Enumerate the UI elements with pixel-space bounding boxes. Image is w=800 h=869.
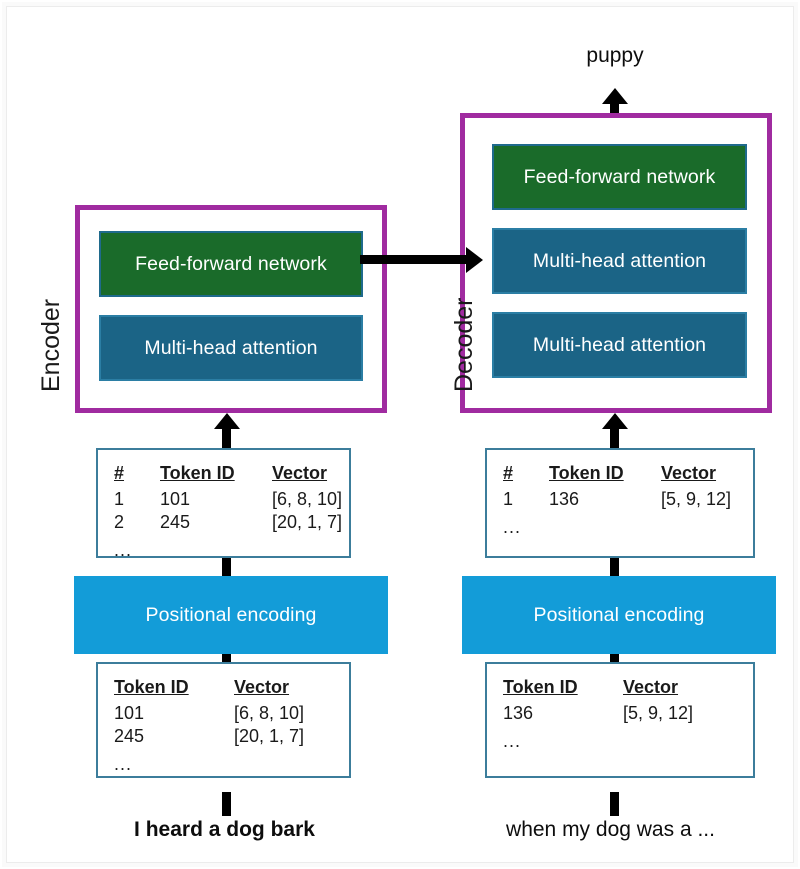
encoder-positional-encoding-label: Positional encoding [145, 603, 317, 626]
cell-vector: [6, 8, 10] [234, 703, 305, 723]
column-header-token-id: Token ID [114, 677, 189, 697]
encoder-stack-input-arrow-head [214, 413, 240, 429]
cell-token-id: 245 [114, 726, 145, 746]
column-header-token-id: Token ID [549, 463, 624, 483]
column-header-token-id: Token ID [160, 463, 235, 483]
column-header-vector: Vector [272, 463, 328, 483]
decoder-feed-forward-network-label: Feed-forward network [523, 165, 716, 188]
cell-continuation: ... [114, 540, 133, 560]
encoder-encoded-table[interactable]: # Token ID Vector 1 101 [6, 8, 10] 2 245… [96, 448, 351, 560]
encoder-feed-forward-network-label: Feed-forward network [135, 252, 327, 275]
decoder-pe-to-table-connector [610, 558, 619, 576]
decoder-positional-encoding-block[interactable]: Positional encoding [462, 576, 776, 654]
encoder-multi-head-attention-label: Multi-head attention [144, 336, 318, 359]
column-header-token-id: Token ID [503, 677, 578, 697]
table-header-row: # Token ID Vector [503, 463, 731, 488]
output-arrow-head [602, 88, 628, 104]
column-header-vector: Vector [234, 677, 290, 697]
decoder-masked-self-attention-block[interactable]: Multi-head attention [492, 312, 747, 378]
cell-vector: [5, 9, 12] [661, 489, 732, 509]
column-header-index: # [114, 463, 125, 483]
decoder-label: Decoder [450, 297, 478, 393]
encoder-to-decoder-arrow-head [466, 247, 483, 273]
table-row: 1 101 [6, 8, 10] [114, 488, 342, 511]
decoder-stack-input-arrow-shaft [610, 428, 619, 448]
decoder-feed-forward-network-block[interactable]: Feed-forward network [492, 144, 747, 210]
cell-token-id: 245 [160, 512, 191, 532]
encoder-stack[interactable]: Feed-forward network Multi-head attentio… [75, 205, 387, 413]
cell-vector: [20, 1, 7] [234, 726, 305, 746]
decoder-input-connector [610, 792, 619, 816]
table-continuation-row: ... [503, 511, 731, 539]
table-row: 245 [20, 1, 7] [114, 725, 304, 748]
decoder-cross-attention-label: Multi-head attention [532, 249, 707, 272]
cell-token-id: 136 [549, 489, 580, 509]
cell-token-id: 136 [503, 703, 534, 723]
decoder-input-text: when my dog was a ... [506, 818, 715, 841]
column-header-vector: Vector [623, 677, 679, 697]
table-header-row: Token ID Vector [503, 677, 693, 702]
decoder-cross-attention-block[interactable]: Multi-head attention [492, 228, 747, 294]
cell-continuation: ... [503, 517, 522, 537]
table-row: 2 245 [20, 1, 7] [114, 511, 342, 534]
table-header-row: # Token ID Vector [114, 463, 342, 488]
cell-continuation: ... [114, 754, 133, 774]
encoder-multi-head-attention-block[interactable]: Multi-head attention [99, 315, 363, 381]
cell-vector: [6, 8, 10] [272, 489, 343, 509]
encoder-input-connector [222, 792, 231, 816]
encoder-embedding-table[interactable]: Token ID Vector 101 [6, 8, 10] 245 [20, … [96, 662, 351, 778]
table-header-row: Token ID Vector [114, 677, 304, 702]
encoder-feed-forward-network-block[interactable]: Feed-forward network [99, 231, 363, 297]
cell-vector: [20, 1, 7] [272, 512, 343, 532]
encoder-input-text: I heard a dog bark [134, 818, 315, 841]
column-header-index: # [503, 463, 514, 483]
cell-index: 1 [503, 489, 514, 509]
cell-index: 1 [114, 489, 125, 509]
table-row: 101 [6, 8, 10] [114, 702, 304, 725]
decoder-embedding-table[interactable]: Token ID Vector 136 [5, 9, 12] ... [485, 662, 755, 778]
table-row: 1 136 [5, 9, 12] [503, 488, 731, 511]
cell-token-id: 101 [160, 489, 191, 509]
cell-vector: [5, 9, 12] [623, 703, 694, 723]
output-arrow-shaft [610, 103, 619, 119]
table-row: 136 [5, 9, 12] [503, 702, 693, 725]
decoder-embedding-to-pe-connector [610, 654, 619, 668]
cell-token-id: 101 [114, 703, 145, 723]
encoder-positional-encoding-block[interactable]: Positional encoding [74, 576, 388, 654]
decoder-stack-input-arrow-head [602, 413, 628, 429]
column-header-vector: Vector [661, 463, 717, 483]
encoder-stack-input-arrow-shaft [222, 428, 231, 448]
cell-continuation: ... [503, 731, 522, 751]
encoder-pe-to-table-connector [222, 558, 231, 576]
encoder-label: Encoder [37, 298, 65, 392]
decoder-positional-encoding-label: Positional encoding [533, 603, 705, 626]
decoder-encoded-table[interactable]: # Token ID Vector 1 136 [5, 9, 12] ... [485, 448, 755, 558]
table-continuation-row: ... [503, 725, 693, 753]
decoder-masked-self-attention-label: Multi-head attention [532, 333, 707, 356]
table-continuation-row: ... [114, 534, 342, 562]
decoder-stack[interactable]: Feed-forward network Multi-head attentio… [460, 113, 772, 413]
encoder-embedding-to-pe-connector [222, 654, 231, 668]
cell-index: 2 [114, 512, 125, 532]
table-continuation-row: ... [114, 748, 304, 776]
encoder-to-decoder-arrow-shaft [360, 255, 470, 264]
output-token-label: puppy [586, 44, 644, 67]
